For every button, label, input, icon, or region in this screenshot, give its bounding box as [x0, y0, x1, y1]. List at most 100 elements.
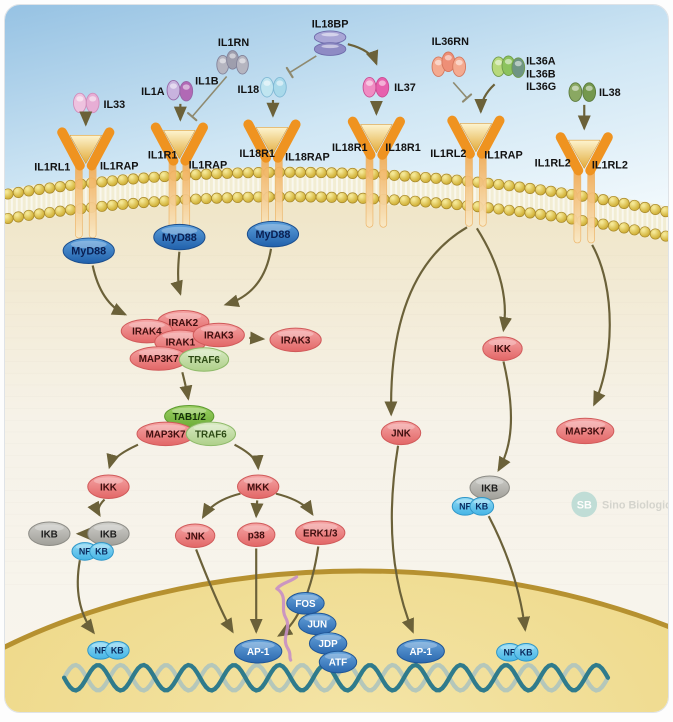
cytokine-il1a-il1b: IL1A IL1B — [141, 75, 219, 102]
receptor-label: IL1RL2 — [430, 148, 466, 160]
node-label-kb-1: KB — [95, 547, 108, 557]
node-label-kb-4: KB — [520, 647, 533, 657]
edge-r5-jnk — [384, 226, 468, 417]
receptor-label: IL1RAP — [189, 160, 228, 172]
node-label-ikk-left: IKK — [100, 482, 117, 493]
node-kb-2: KB — [469, 497, 495, 516]
receptor-label: IL18R1 — [332, 142, 368, 154]
edge-myd2-complex — [170, 251, 183, 296]
node-ikb-released: IKB — [28, 521, 71, 547]
node-label-map3k7-right: MAP3K7 — [565, 427, 605, 438]
receptor-label: IL1RL2 — [592, 160, 628, 172]
edge-tab-mkk — [234, 443, 264, 471]
node-map3k7-complex: MAP3K7 — [129, 346, 188, 371]
edge-ikk-ikb — [87, 498, 106, 518]
receptor-label: IL18R1 — [385, 142, 421, 154]
node-jnk-left: JNK — [174, 523, 216, 548]
node-label-nf-1: NF — [79, 547, 91, 557]
receptor-r5: IL1RL2 IL1RAP — [430, 115, 523, 227]
node-atf: ATF — [318, 650, 358, 674]
node-label-traf6-2: TRAF6 — [195, 429, 227, 440]
mrna-squiggle — [275, 575, 299, 662]
cytokine-label: IL37 — [394, 82, 416, 94]
node-label-ikb-released: IKB — [41, 529, 58, 540]
node-traf6-2: TRAF6 — [185, 421, 237, 447]
node-label-jun: JUN — [307, 619, 327, 630]
node-ap1-right: AP-1 — [396, 639, 445, 664]
cytokine-il1rn: IL1RN — [216, 37, 249, 75]
node-irak3-released: IRAK3 — [269, 327, 322, 353]
cytokine-label: IL36G — [526, 81, 556, 93]
node-label-ikk-right: IKK — [494, 344, 511, 355]
node-label-myd88-3: MyD88 — [255, 229, 290, 241]
node-label-irak1: IRAK1 — [166, 337, 196, 348]
node-label-jnk-right: JNK — [391, 428, 411, 439]
node-label-irak2: IRAK2 — [169, 318, 199, 329]
watermark-logo-text: SB — [577, 499, 592, 511]
receptor-label: IL1RAP — [100, 161, 139, 173]
edge-tab-ikk — [106, 443, 139, 470]
node-mkk: MKK — [237, 474, 280, 500]
edge-jnk-ap1-right — [390, 445, 414, 634]
cytokine-il38: IL38 — [568, 82, 621, 102]
node-jnk-right: JNK — [380, 420, 422, 446]
node-label-nf-2: NF — [459, 502, 471, 512]
cytokine-label: IL1RN — [218, 37, 249, 49]
receptor-label: IL1RL2 — [535, 158, 571, 170]
edge-nfkb-nucleus-left — [76, 560, 95, 635]
node-ikb-1: IKB — [87, 521, 130, 547]
node-jdp: JDP — [308, 632, 348, 655]
edge-mkk-jnk — [201, 492, 241, 519]
cytokine-label: IL1B — [195, 75, 219, 87]
node-fos: FOS — [286, 592, 325, 615]
node-label-jnk-left: JNK — [185, 531, 205, 542]
cytokine-label: IL18BP — [312, 19, 349, 31]
edge-myd3-complex — [223, 248, 273, 308]
node-label-irak3-released: IRAK3 — [281, 335, 311, 346]
cytokine-label: IL38 — [599, 87, 621, 99]
cytokine-il18bp: IL18BP — [312, 19, 349, 56]
edge-myd1-complex — [91, 265, 128, 316]
receptor-label: IL18RAP — [285, 152, 330, 164]
dna-strand-dark — [61, 662, 611, 693]
edge-mkk-p38 — [250, 500, 264, 519]
receptor-r4: IL18R1 IL18R1 — [332, 116, 421, 228]
cytokine-label: IL36B — [526, 68, 556, 80]
node-kb-4: KB — [513, 642, 539, 662]
node-ikk-right: IKK — [482, 336, 523, 361]
receptor-label: IL1R1 — [148, 150, 177, 162]
watermark-logo — [571, 491, 598, 518]
cytokine-label: IL36RN — [432, 36, 470, 48]
node-label-ap1-right: AP-1 — [410, 647, 433, 658]
edge-ikk-ikb-right — [497, 361, 512, 473]
edge-jnk-ap1 — [195, 549, 234, 634]
edge-il36rn-inhibit — [452, 81, 473, 103]
edge-il36-r5 — [474, 83, 496, 114]
node-ikb-right: IKB — [469, 475, 510, 500]
node-label-erk13: ERK1/3 — [303, 528, 338, 539]
node-label-nf-3: NF — [95, 646, 107, 656]
node-label-kb-3: KB — [111, 646, 124, 656]
cytokine-label: IL1A — [141, 86, 165, 98]
edge-mkk-erk — [275, 492, 314, 517]
node-label-ikb-1: IKB — [100, 529, 117, 540]
edge-il1rn-inhibit — [186, 75, 228, 122]
node-irak3: IRAK3 — [192, 322, 245, 348]
node-label-irak4: IRAK4 — [132, 327, 162, 338]
edge-nfkb-nucleus-right — [487, 515, 531, 632]
node-label-myd88-2: MyD88 — [162, 232, 197, 244]
receptor-label: IL1RAP — [484, 150, 523, 162]
node-label-jdp: JDP — [319, 639, 339, 650]
cytokine-label: IL18 — [237, 84, 259, 96]
node-label-ap1-left: AP-1 — [247, 647, 270, 658]
cytokine-il37: IL37 — [362, 77, 416, 98]
cytokine-il33: IL33 — [73, 92, 125, 114]
edge-il18bp-il37 — [347, 43, 379, 66]
node-jun: JUN — [298, 612, 337, 636]
edge-r5-ikk — [475, 227, 512, 333]
